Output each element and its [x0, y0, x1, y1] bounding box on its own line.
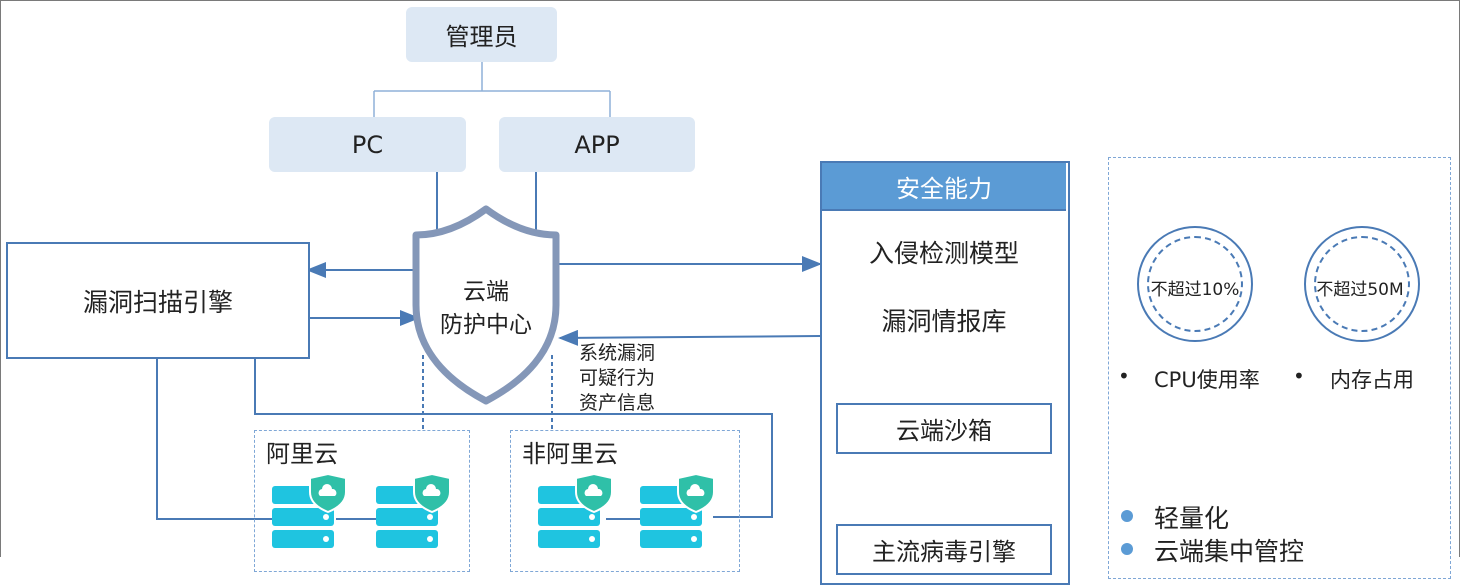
cpu-ring-outer [1137, 226, 1253, 342]
server-icon [640, 474, 726, 564]
cloud-sandbox-label: 云端沙箱 [896, 417, 992, 445]
intrusion-model-label: 入侵检测模型 [868, 239, 1019, 268]
mem-ring-inner [1314, 236, 1410, 332]
pc-label: PC [351, 130, 384, 159]
security-panel [820, 161, 1070, 585]
admin-label: 管理员 [445, 23, 518, 51]
cpu-usage-label: CPU使用率 [1154, 368, 1260, 392]
non-aliyun-label: 非阿里云 [522, 440, 618, 468]
cpu-ring-label: 不超过10% [1150, 280, 1240, 300]
center-label-line2: 防护中心 [440, 312, 532, 338]
security-title: 安全能力 [896, 174, 992, 203]
mem-usage-label: 内存占用 [1330, 368, 1414, 392]
feature-bullet-icon [1121, 510, 1133, 522]
cloud-sandbox-box[interactable]: 云端沙箱 [836, 403, 1052, 454]
vuln-scanner-box[interactable]: 漏洞扫描引擎 [6, 242, 310, 359]
scanner-to-aliyun-line [156, 358, 272, 520]
feed-label-system-vuln: 系统漏洞 [579, 342, 656, 364]
virus-engine-box[interactable]: 主流病毒引擎 [836, 524, 1052, 575]
feature-lightweight: 轻量化 [1154, 504, 1230, 533]
mem-ring-outer [1304, 226, 1420, 342]
connector-layer [0, 0, 1460, 557]
feed-label-suspicious: 可疑行为 [579, 367, 656, 389]
feature-bullet-icon [1121, 543, 1133, 555]
vuln-intel-label: 漏洞情报库 [881, 307, 1007, 336]
admin-node[interactable]: 管理员 [406, 7, 557, 62]
virus-engine-label: 主流病毒引擎 [872, 538, 1016, 566]
vuln-scanner-label: 漏洞扫描引擎 [82, 287, 233, 317]
cloud-protection-shield [412, 205, 560, 405]
mem-ring-label: 不超过50M [1316, 280, 1404, 300]
app-label: APP [574, 130, 620, 159]
pc-node[interactable]: PC [269, 117, 466, 172]
cpu-bullet: • [1118, 364, 1130, 388]
security-panel-header: 安全能力 [822, 163, 1066, 211]
feature-central-control: 云端集中管控 [1154, 537, 1305, 566]
center-label-line1: 云端 [463, 279, 509, 305]
feed-label-asset: 资产信息 [579, 392, 656, 414]
server-icon [376, 474, 462, 564]
scanner-to-nonaliyun-line [254, 358, 773, 518]
mem-bullet: • [1293, 364, 1305, 388]
app-node[interactable]: APP [499, 117, 695, 172]
cpu-ring-inner [1147, 236, 1243, 332]
aliyun-label: 阿里云 [266, 440, 338, 468]
server-icon [538, 474, 624, 564]
server-icon [272, 474, 358, 564]
security-to-center-arrow [558, 329, 821, 346]
